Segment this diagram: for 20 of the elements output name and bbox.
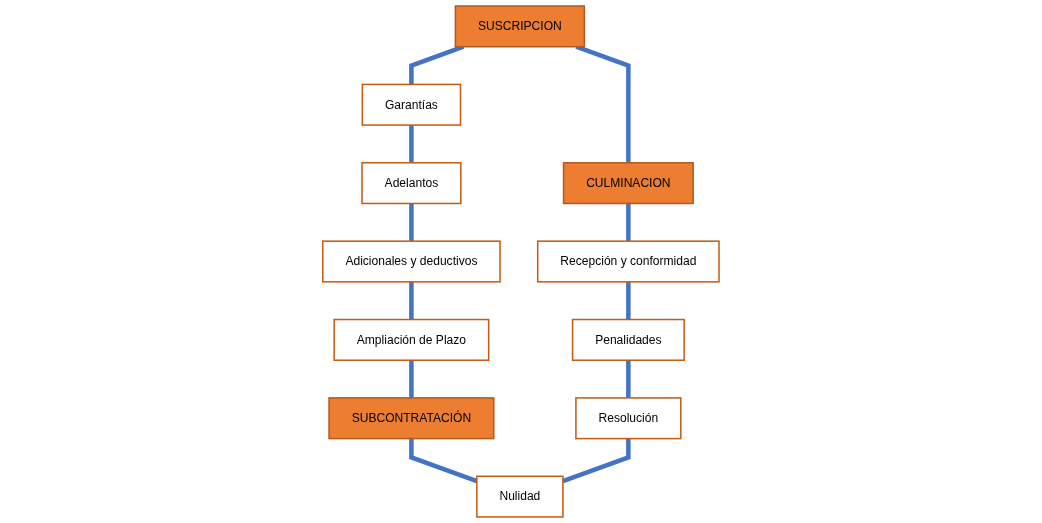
connector (409, 203, 414, 242)
node-box: Recepción y conformidad (537, 240, 720, 283)
connector (626, 203, 631, 242)
connector (575, 44, 631, 163)
connector (626, 360, 631, 398)
node-box: SUBCONTRATACIÓN (328, 397, 495, 440)
connector (409, 281, 414, 320)
node-box: Adicionales y deductivos (322, 240, 501, 283)
connector (626, 281, 631, 320)
node-box: Resolución (575, 397, 682, 440)
node-box: Adelantos (361, 162, 462, 205)
node-box: SUSCRIPCION (454, 5, 586, 48)
connector (409, 125, 414, 163)
node-box: Nulidad (476, 475, 564, 518)
node-box: Garantías (361, 83, 462, 126)
connector (409, 360, 414, 398)
node-box: Penalidades (571, 318, 685, 361)
node-box: Ampliación de Plazo (333, 318, 490, 361)
connector (409, 44, 465, 85)
node-box: CULMINACION (562, 162, 695, 205)
